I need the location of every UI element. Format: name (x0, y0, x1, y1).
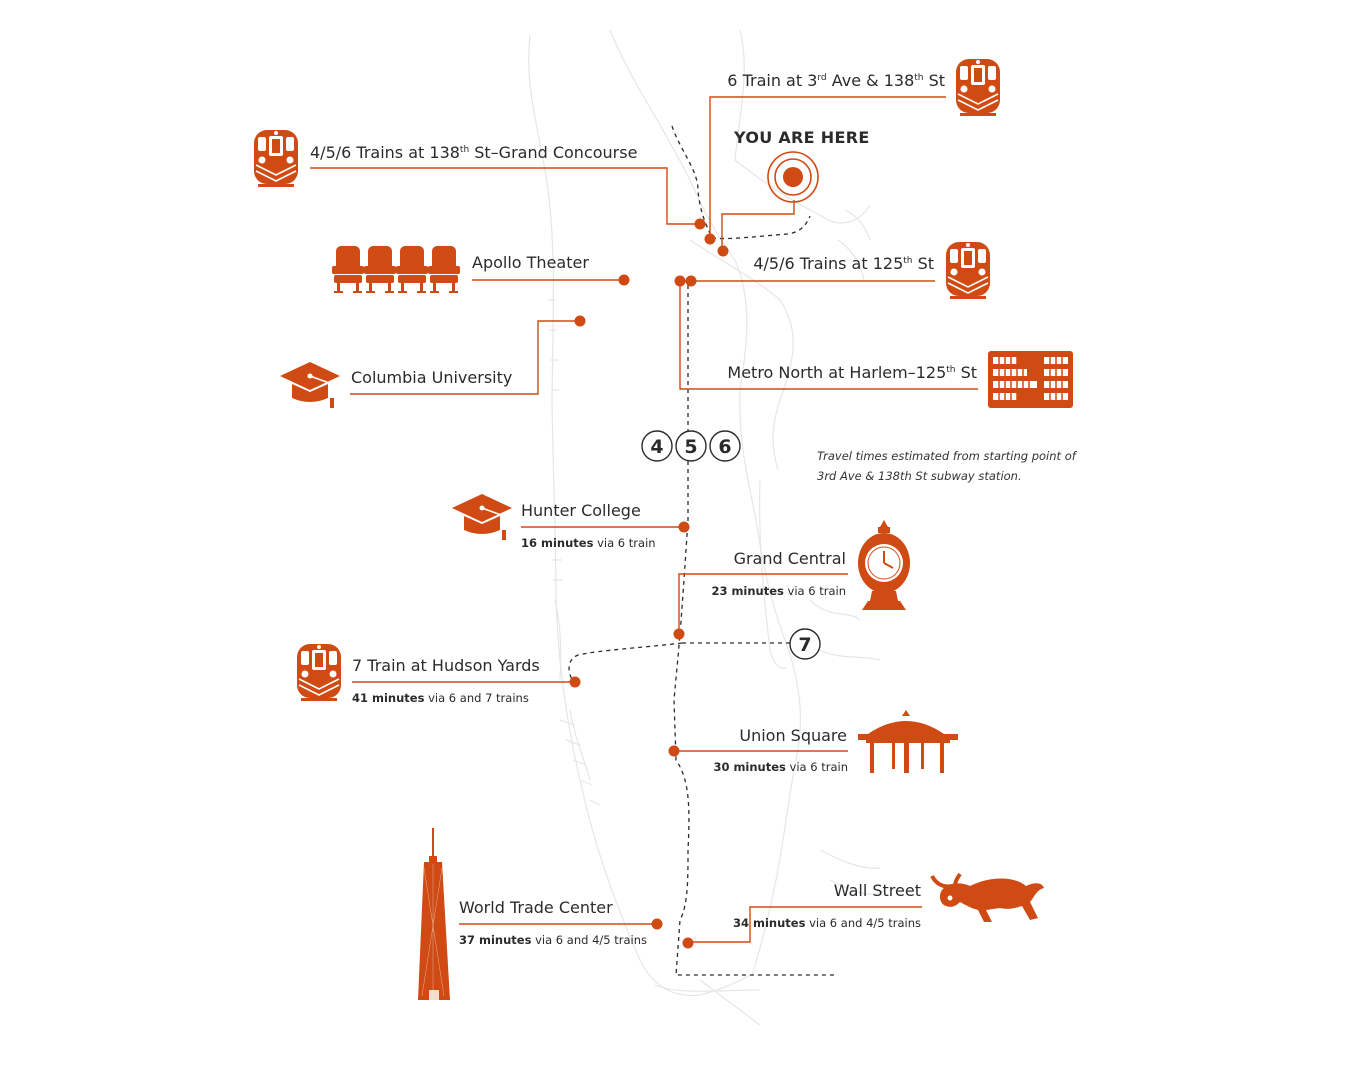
subway-train-icon (945, 241, 991, 300)
travel-time-wtc: 37 minutes via 6 and 4/5 trains (459, 933, 647, 947)
label-grand-central: Grand Central (733, 549, 846, 568)
svg-text:6: 6 (718, 436, 731, 458)
subway-train-icon (253, 129, 299, 188)
you-are-here-label: YOU ARE HERE (734, 128, 870, 147)
svg-text:7: 7 (798, 634, 811, 656)
you-are-here-target-icon (767, 151, 819, 203)
label-hunter-college: Hunter College (521, 501, 641, 520)
departure-board-icon (988, 351, 1073, 408)
svg-text:5: 5 (684, 436, 697, 458)
clock-icon (858, 520, 910, 610)
travel-time-hudson-yards: 41 minutes via 6 and 7 trains (352, 691, 529, 705)
route-bullet-4: 4 (641, 430, 673, 462)
subway-train-icon (296, 643, 342, 702)
theater-seats-icon (332, 246, 460, 293)
label-grand-concourse: 4/5/6 Trains at 138th St–Grand Concourse (310, 143, 638, 162)
travel-time-union-square: 30 minutes via 6 train (713, 760, 848, 774)
label-6-train-138th: 6 Train at 3rd Ave & 138th St (727, 71, 945, 90)
route-bullet-7: 7 (789, 628, 821, 660)
label-union-square: Union Square (739, 726, 847, 745)
label-columbia-university: Columbia University (351, 368, 513, 387)
label-apollo-theater: Apollo Theater (472, 253, 589, 272)
label-hudson-yards: 7 Train at Hudson Yards (352, 656, 540, 675)
travel-time-hunter: 16 minutes via 6 train (521, 536, 656, 550)
travel-time-grand-central: 23 minutes via 6 train (711, 584, 846, 598)
subway-train-icon (955, 58, 1001, 117)
travel-time-note: Travel times estimated from starting poi… (817, 449, 1076, 483)
route-bullet-5: 5 (675, 430, 707, 462)
svg-text:4: 4 (650, 436, 663, 458)
pavilion-icon (858, 710, 958, 773)
label-wall-street: Wall Street (833, 881, 921, 900)
label-125th-trains: 4/5/6 Trains at 125th St (753, 254, 934, 273)
skyscraper-icon (418, 828, 450, 1000)
graduation-cap-icon (451, 493, 513, 541)
route-bullet-6: 6 (709, 430, 741, 462)
graduation-cap-icon (279, 361, 341, 409)
label-metro-north: Metro North at Harlem–125th St (727, 363, 977, 382)
bull-icon (930, 872, 1044, 922)
travel-time-wall-street: 34 minutes via 6 and 4/5 trains (733, 916, 921, 930)
label-world-trade-center: World Trade Center (459, 898, 613, 917)
